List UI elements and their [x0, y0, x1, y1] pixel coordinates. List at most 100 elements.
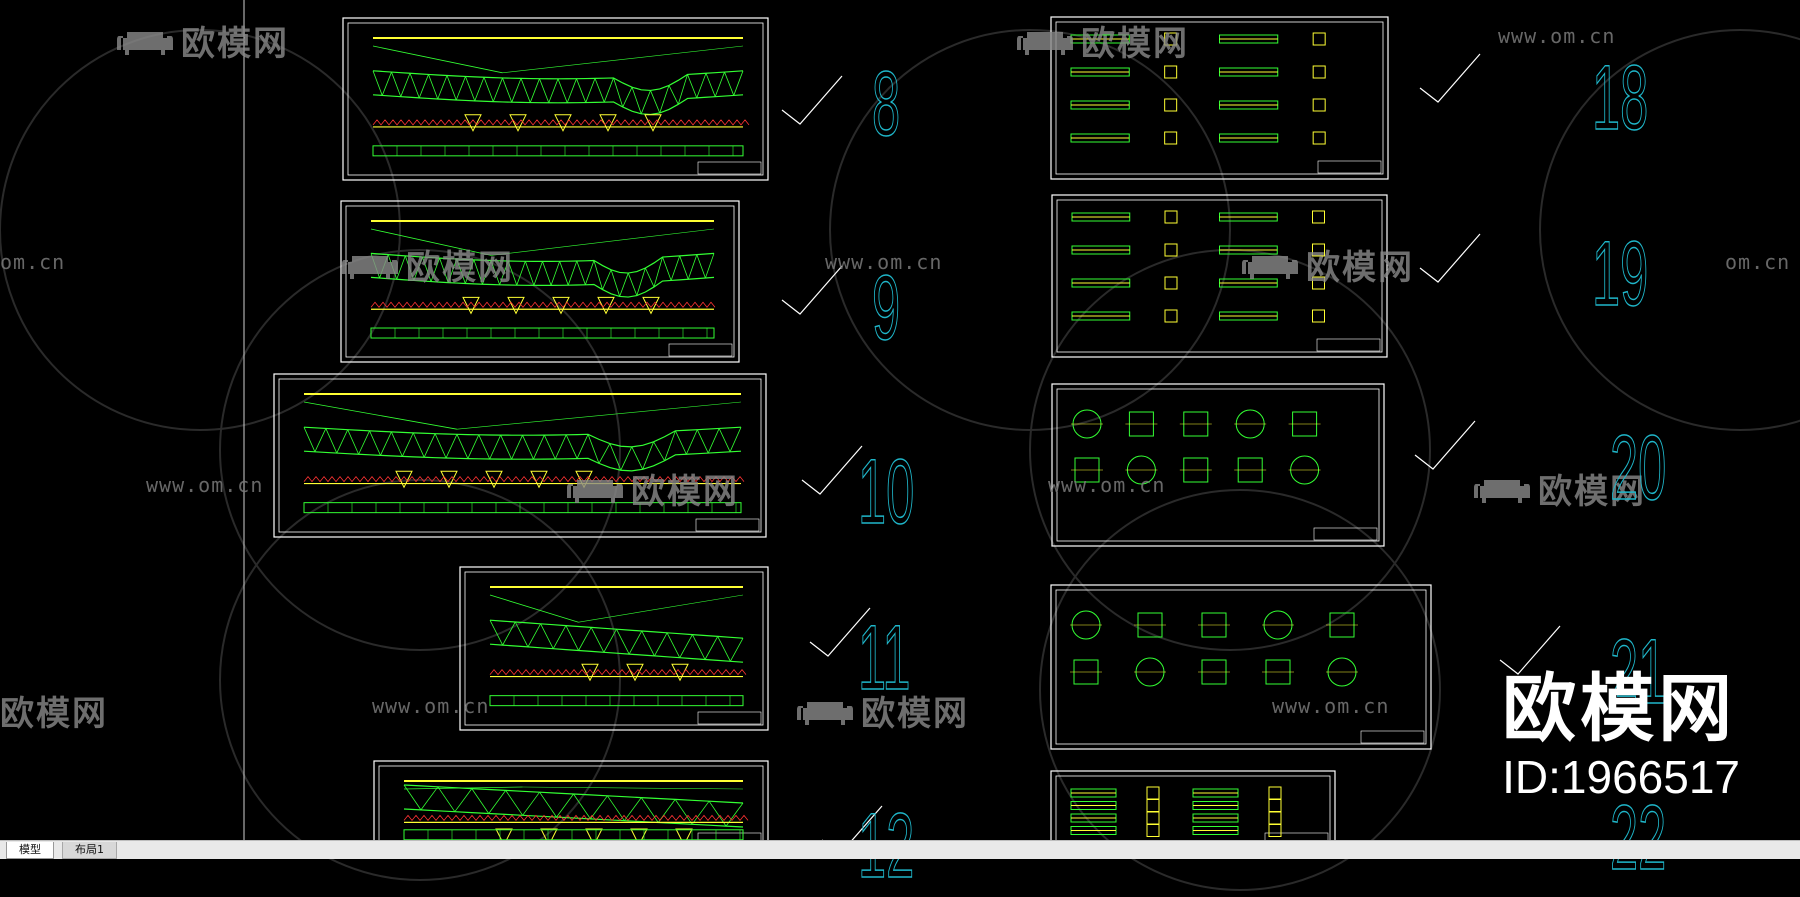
truss-web — [640, 797, 659, 823]
truss-web — [640, 90, 651, 114]
truss-web — [603, 77, 614, 103]
watermark-logo-text: 欧模网 — [631, 472, 739, 512]
tab-layout1[interactable]: 布局1 — [62, 842, 117, 859]
truss-web — [482, 260, 492, 285]
node-detail — [1312, 276, 1325, 290]
sheet-frame — [459, 566, 769, 731]
truss-web — [514, 621, 529, 648]
truss-web — [542, 261, 552, 286]
plan-view — [370, 327, 715, 339]
truss-web — [590, 627, 605, 653]
watermark-logo: 欧模网 — [1240, 240, 1414, 289]
truss-web — [454, 788, 473, 812]
watermark-url: www.om.cn — [825, 250, 943, 274]
truss-web — [502, 77, 513, 103]
sheet-frame — [340, 200, 740, 363]
sheet-frame — [1050, 770, 1336, 852]
truss-web — [664, 430, 676, 461]
section-symbol — [540, 828, 558, 847]
sheet-inner-frame — [1055, 589, 1427, 745]
node-detail — [1312, 131, 1326, 145]
tab-model[interactable]: 模型 — [6, 842, 54, 859]
section-symbol — [395, 470, 413, 489]
truss-web — [474, 77, 485, 102]
truss-web — [578, 627, 592, 651]
section-symbol — [509, 114, 527, 132]
section-symbol — [530, 470, 548, 489]
truss-web — [598, 443, 611, 464]
section-symbol — [464, 114, 482, 132]
node-detail — [1164, 309, 1178, 323]
checkmark-icon — [809, 607, 871, 657]
truss-web — [566, 78, 577, 103]
truss-web — [401, 432, 414, 457]
watermark-logo: 欧模网 — [1472, 464, 1646, 513]
truss-upper — [303, 426, 742, 448]
cable-line — [303, 401, 458, 430]
node-detail — [1312, 309, 1325, 323]
sheet-frame — [373, 760, 769, 852]
zigzag-strip — [403, 814, 749, 822]
truss-web — [692, 634, 706, 660]
truss-web — [691, 800, 710, 825]
title-block — [668, 343, 733, 357]
truss-web — [622, 87, 633, 108]
truss-web — [619, 272, 629, 297]
truss-web — [567, 260, 578, 286]
node-detail — [1164, 131, 1178, 145]
watermark-url: www.om.cn — [1498, 24, 1616, 48]
sheet-number: 9 — [872, 257, 901, 359]
truss-web — [641, 630, 655, 657]
section-symbol — [597, 296, 615, 315]
checkmark-icon — [801, 445, 863, 495]
node-detail — [1164, 32, 1178, 46]
truss-web — [539, 791, 557, 818]
truss-web — [733, 70, 744, 96]
node-detail — [1312, 32, 1326, 46]
truss-web — [400, 73, 411, 97]
truss-web — [631, 446, 644, 470]
brand-id: ID:1966517 — [1502, 751, 1740, 803]
truss-web — [445, 434, 458, 459]
truss-web — [607, 795, 625, 821]
truss-web — [369, 430, 381, 456]
truss-web — [358, 430, 370, 455]
watermark-logo: 欧模网 — [340, 240, 514, 289]
sheet-inner-frame — [1055, 21, 1384, 175]
truss-web — [511, 435, 523, 460]
truss-web — [654, 632, 668, 657]
watermark-url-cut: om.cn — [0, 250, 66, 274]
section-symbol — [599, 114, 617, 132]
truss-web — [590, 795, 608, 820]
brand-name: 欧模网 — [1502, 666, 1737, 752]
cable-line — [502, 45, 744, 74]
node-detail — [1146, 799, 1160, 812]
truss-web — [522, 435, 534, 460]
zigzag-strip — [370, 301, 716, 308]
truss-web — [696, 429, 709, 454]
truss-web — [529, 78, 540, 103]
watermark-logo-text: 欧模网 — [861, 694, 969, 734]
truss-web — [653, 441, 665, 461]
truss-web — [642, 441, 654, 470]
watermark-logo: 欧模网 — [565, 464, 739, 513]
watermark-url: www.om.cn — [1048, 473, 1166, 497]
checkmark-icon — [1419, 233, 1481, 283]
truss-web — [696, 73, 707, 99]
truss-web — [616, 629, 630, 655]
truss-web — [422, 256, 432, 282]
sheet-frame — [1050, 584, 1432, 750]
truss-web — [314, 428, 327, 452]
truss-upper — [372, 70, 744, 92]
truss-web — [631, 87, 642, 114]
section-symbol — [642, 296, 660, 315]
section-symbol — [630, 828, 648, 847]
truss-web — [391, 71, 402, 97]
title-block — [1317, 160, 1382, 174]
truss-web — [666, 632, 681, 658]
watermark-url: www.om.cn — [1272, 694, 1390, 718]
truss-web — [550, 261, 561, 286]
truss-web — [527, 623, 541, 648]
truss-web — [677, 74, 688, 105]
